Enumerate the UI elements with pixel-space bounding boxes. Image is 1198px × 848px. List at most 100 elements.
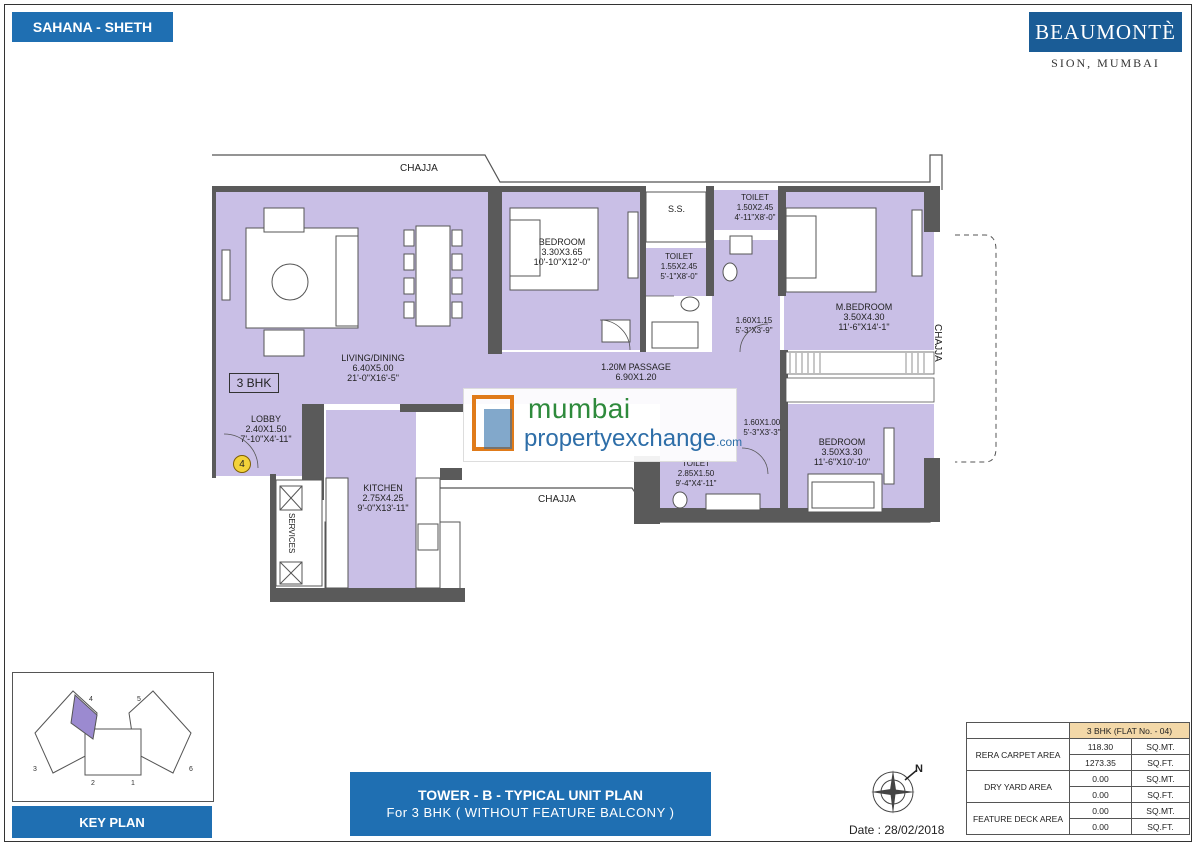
room-name: LIVING/DINING (341, 353, 405, 363)
area-row-label: RERA CARPET AREA (966, 738, 1070, 771)
developer-tag: SAHANA - SHETH (12, 12, 173, 42)
walls (212, 186, 940, 602)
nook1-fill (712, 240, 780, 352)
key-marker-4: 4 (89, 696, 93, 703)
wardrobe-lines (789, 353, 925, 373)
room-name: TOILET (682, 459, 710, 468)
room-imperial: 21'-0"X16'-5" (347, 373, 399, 383)
room-nook-1: 1.60X1.15 5'-3"X3'-9" (730, 316, 778, 336)
room-metric: 1.60X1.15 (735, 316, 773, 325)
area-value: 0.00 (1069, 802, 1132, 819)
room-imperial: 7'-10"X4'-11" (240, 434, 292, 444)
room-toilet-1: TOILET 1.55X2.45 5'-1"X8'-0" (652, 252, 706, 282)
key-marker-3: 3 (33, 766, 37, 773)
area-value: 0.00 (1069, 818, 1132, 835)
room-passage: 1.20M PASSAGE 6.90X1.20 (596, 362, 676, 382)
room-imperial: 11'-6"X14'-1" (838, 322, 890, 332)
room-imperial: 9'-4"X4'-11" (675, 479, 717, 488)
plan-title-line-1: TOWER - B - TYPICAL UNIT PLAN (417, 787, 644, 803)
room-name: BEDROOM (818, 437, 866, 447)
area-unit: SQ.FT. (1130, 818, 1191, 835)
area-value: 0.00 (1069, 770, 1132, 787)
room-metric: 3.50X3.30 (821, 447, 863, 457)
room-metric: 6.90X1.20 (615, 372, 657, 382)
chajja-bottom-label: CHAJJA (538, 494, 576, 505)
plan-date: Date : 28/02/2018 (849, 823, 945, 837)
room-lobby: LOBBY 2.40X1.50 7'-10"X4'-11" (236, 414, 296, 444)
watermark-suffix: .com (716, 435, 743, 449)
toilet-fixtures (645, 191, 761, 511)
key-plan-drawing: 4 5 3 6 2 1 (33, 690, 193, 787)
living-furniture (221, 207, 463, 357)
area-value: 118.30 (1069, 738, 1132, 755)
room-metric: 2.75X4.25 (362, 493, 404, 503)
room-name: M.BEDROOM (835, 302, 893, 312)
key-marker-2: 2 (91, 780, 95, 787)
chajja-right-label: CHAJJA (932, 324, 943, 362)
area-unit: SQ.MT. (1130, 738, 1191, 755)
room-name: 1.20M PASSAGE (601, 362, 671, 372)
room-master-bedroom: M.BEDROOM 3.50X4.30 11'-6"X14'-1" (828, 302, 900, 332)
compass-north-label: N (915, 763, 923, 775)
brand-logo: BEAUMONTÈ (1029, 12, 1182, 52)
room-metric: 1.60X1.00 (743, 418, 781, 427)
room-imperial: 10'-10"X12'-0" (533, 257, 591, 267)
watermark-line-2: propertyexchange.com (524, 425, 742, 453)
room-metric: 2.85X1.50 (677, 469, 715, 478)
room-metric: 3.30X3.65 (541, 247, 583, 257)
room-imperial: 4'-11"X8'-0" (734, 213, 776, 222)
chajja-right-outline (955, 234, 997, 463)
room-name: LOBBY (250, 414, 281, 424)
chajja-top-outline (212, 154, 943, 190)
unit-number-marker: 4 (233, 455, 251, 473)
watermark-line-1: mumbai (528, 393, 631, 424)
room-metric: 3.50X4.30 (843, 312, 885, 322)
area-unit: SQ.MT. (1130, 802, 1191, 819)
room-name: TOILET (741, 193, 769, 202)
room-ss: S.S. (668, 204, 686, 214)
room-imperial: 9'-0"X13'-11" (357, 503, 409, 513)
key-marker-5: 5 (137, 696, 141, 703)
toilet1-fill (646, 248, 712, 296)
area-unit: SQ.FT. (1130, 786, 1191, 803)
plan-title: TOWER - B - TYPICAL UNIT PLAN For 3 BHK … (350, 772, 711, 836)
key-marker-6: 6 (189, 766, 193, 773)
room-metric: 1.50X2.45 (736, 203, 774, 212)
room-imperial: 5'-3"X3'-3" (743, 428, 781, 437)
area-table: 3 BHK (FLAT No. - 04) RERA CARPET AREA 1… (966, 722, 1191, 835)
area-row-label: DRY YARD AREA (966, 770, 1070, 803)
room-bedroom-2: BEDROOM 3.50X3.30 11'-6"X10'-10" (806, 437, 878, 467)
area-value: 0.00 (1069, 786, 1132, 803)
room-metric: 2.40X1.50 (245, 424, 287, 434)
room-name: KITCHEN (363, 483, 403, 493)
compass-icon: N (871, 763, 923, 814)
watermark-main: propertyexchange (524, 425, 717, 452)
brand-location: SION, MUMBAI (1051, 56, 1160, 70)
room-bedroom-1: BEDROOM 3.30X3.65 10'-10"X12'-0" (526, 237, 598, 267)
plan-title-line-2: For 3 BHK ( WITHOUT FEATURE BALCONY ) (386, 805, 675, 820)
room-toilet-3: TOILET 2.85X1.50 9'-4"X4'-11" (672, 459, 720, 489)
toilet2-fill (712, 190, 784, 230)
page-frame (4, 4, 1192, 842)
area-unit: SQ.MT. (1130, 770, 1191, 787)
area-table-header: 3 BHK (FLAT No. - 04) (1069, 722, 1190, 739)
kitchen-services (275, 477, 441, 589)
watermark: mumbai propertyexchange.com (463, 388, 742, 462)
room-imperial: 11'-6"X10'-10" (813, 457, 871, 467)
key-plan-thumbnail: 4 5 3 6 2 1 (12, 672, 214, 802)
wardrobes (785, 351, 935, 403)
room-living-dining: LIVING/DINING 6.40X5.00 21'-0"X16'-5" (338, 353, 408, 383)
room-metric: 1.55X2.45 (660, 262, 698, 271)
bedroom-furniture (509, 207, 923, 513)
room-imperial: 5'-3"X3'-9" (735, 326, 773, 335)
area-value: 1273.35 (1069, 754, 1132, 771)
room-name: TOILET (665, 252, 693, 261)
room-services: SERVICES (287, 513, 296, 554)
chajja-top-label: CHAJJA (400, 163, 438, 174)
door-swings (223, 295, 769, 475)
watermark-logo-icon (472, 395, 514, 451)
room-imperial: 5'-1"X8'-0" (660, 272, 698, 281)
room-nook-2: 1.60X1.00 5'-3"X3'-3" (738, 418, 786, 438)
room-toilet-2: TOILET 1.50X2.45 4'-11"X8'-0" (728, 193, 782, 223)
